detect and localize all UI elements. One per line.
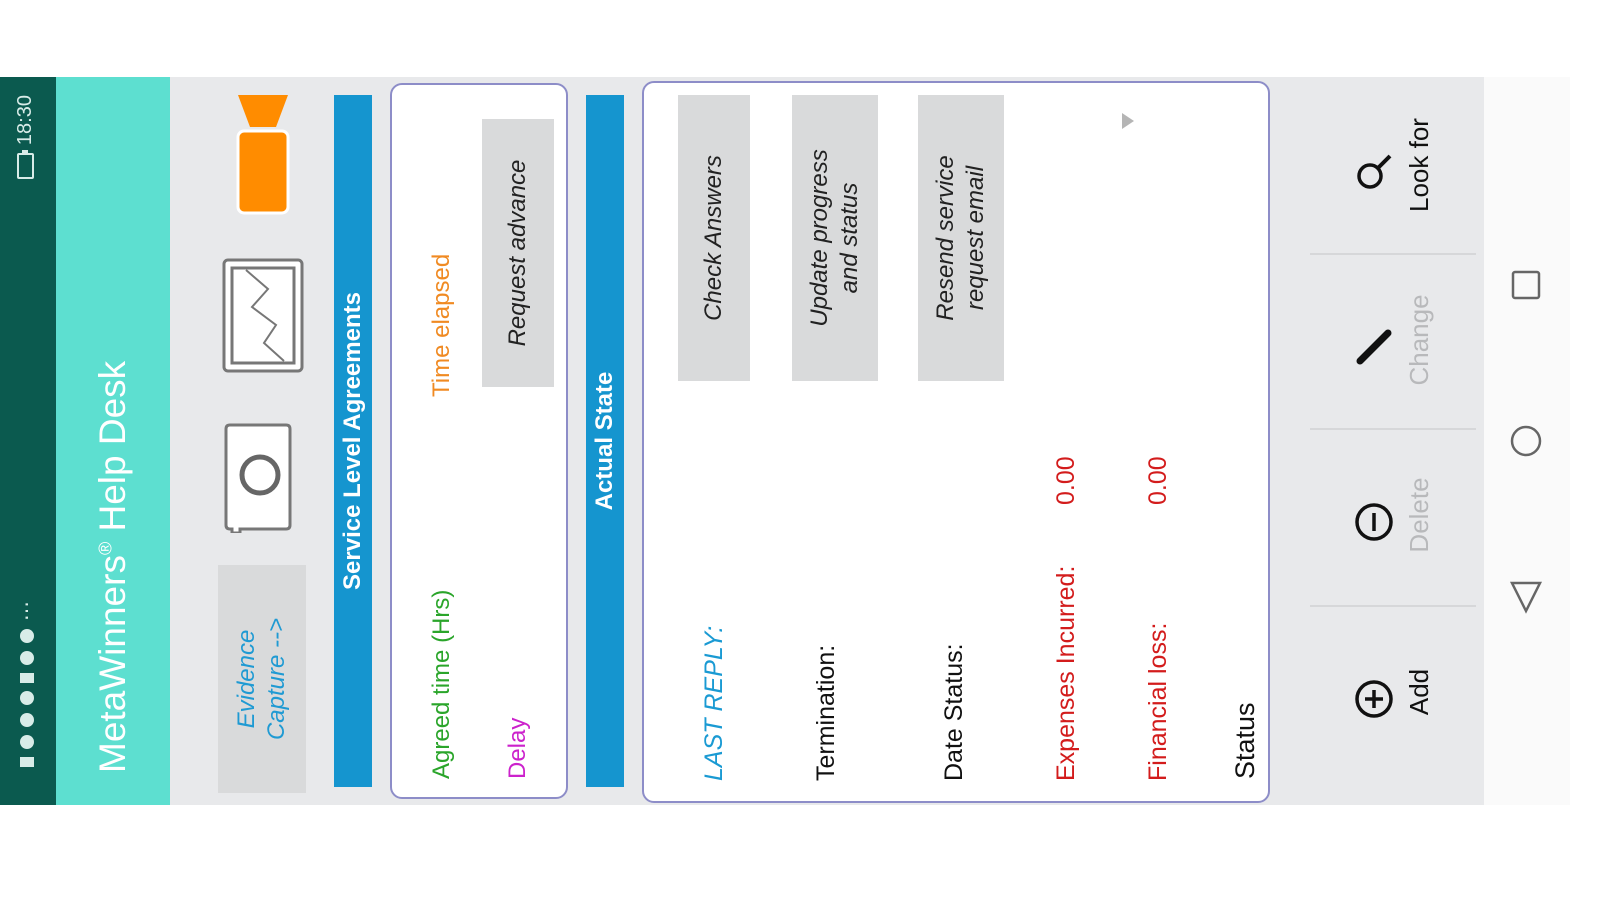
download-icon <box>19 691 34 705</box>
look-for-label: Look for <box>1404 118 1434 212</box>
update-progress-label-1: Update progress <box>806 149 833 327</box>
clock: 18:30 <box>14 95 36 146</box>
expenses-value: 0.00 <box>1052 456 1080 505</box>
sla-header: Service Level Agreements <box>334 95 372 787</box>
status-dropdown-arrow-icon[interactable] <box>1122 113 1134 129</box>
delay-label: Delay <box>504 717 531 779</box>
app-bar: MetaWinners® Help Desk <box>56 77 170 805</box>
financial-loss-label: Financial loss: <box>1144 622 1172 781</box>
android-nav-bar <box>1484 77 1570 805</box>
divider <box>1310 605 1476 607</box>
app-title: MetaWinners® Help Desk <box>92 360 133 773</box>
request-advance-button[interactable]: Request advance <box>482 119 554 387</box>
wifi-icon <box>19 735 34 749</box>
change-label: Change <box>1404 294 1434 386</box>
termination-label: Termination: <box>812 644 840 781</box>
back-icon[interactable] <box>1508 579 1544 615</box>
change-button[interactable]: Change <box>1292 255 1452 425</box>
evidence-label-2: Capture --> <box>263 617 290 741</box>
delete-button[interactable]: Delete <box>1292 430 1452 600</box>
resend-email-label-1: Resend service <box>932 155 959 321</box>
alert-icon <box>19 673 34 683</box>
divider <box>1310 428 1476 430</box>
video-camera-icon[interactable] <box>234 93 292 215</box>
add-label: Add <box>1404 668 1434 716</box>
recents-icon[interactable] <box>1508 267 1544 303</box>
more-dots-icon: ⋯ <box>16 601 38 621</box>
last-reply-label: LAST REPLY: <box>700 625 728 781</box>
bottom-toolbar: Add Delete Change Look for <box>1272 77 1484 805</box>
image-icon[interactable] <box>222 258 304 373</box>
battery-charging-icon <box>17 153 34 180</box>
sync-icon <box>19 651 34 665</box>
agreed-time-label: Agreed time (Hrs) <box>428 589 455 779</box>
actual-state-header: Actual State <box>586 95 624 787</box>
expenses-label: Expenses Incurred: <box>1052 565 1080 781</box>
look-for-button[interactable]: Look for <box>1292 80 1452 250</box>
date-status-label: Date Status: <box>940 643 968 781</box>
sla-card: Agreed time (Hrs) Time elapsed Delay Req… <box>390 83 568 799</box>
resend-email-label-2: request email <box>962 165 989 311</box>
camera-icon[interactable] <box>222 421 294 533</box>
add-button[interactable]: Add <box>1292 607 1452 777</box>
delete-label: Delete <box>1404 477 1434 553</box>
search-icon <box>1357 154 1392 189</box>
usb-icon <box>19 713 34 727</box>
divider <box>1310 253 1476 255</box>
remove-circle-icon <box>1355 503 1393 541</box>
time-elapsed-label: Time elapsed <box>428 253 455 397</box>
update-progress-label-2: and status <box>836 182 863 294</box>
pencil-icon <box>1356 329 1392 365</box>
evidence-label-1: Evidence <box>233 629 260 729</box>
sync-icon <box>19 629 34 643</box>
status-bar: ⋯ 18:30 <box>0 77 56 805</box>
check-answers-button[interactable]: Check Answers <box>678 95 750 381</box>
add-circle-icon <box>1355 680 1393 718</box>
signal-icon <box>19 757 34 767</box>
status-label: Status <box>1230 702 1260 779</box>
financial-loss-value: 0.00 <box>1144 456 1172 505</box>
home-icon[interactable] <box>1508 423 1544 459</box>
